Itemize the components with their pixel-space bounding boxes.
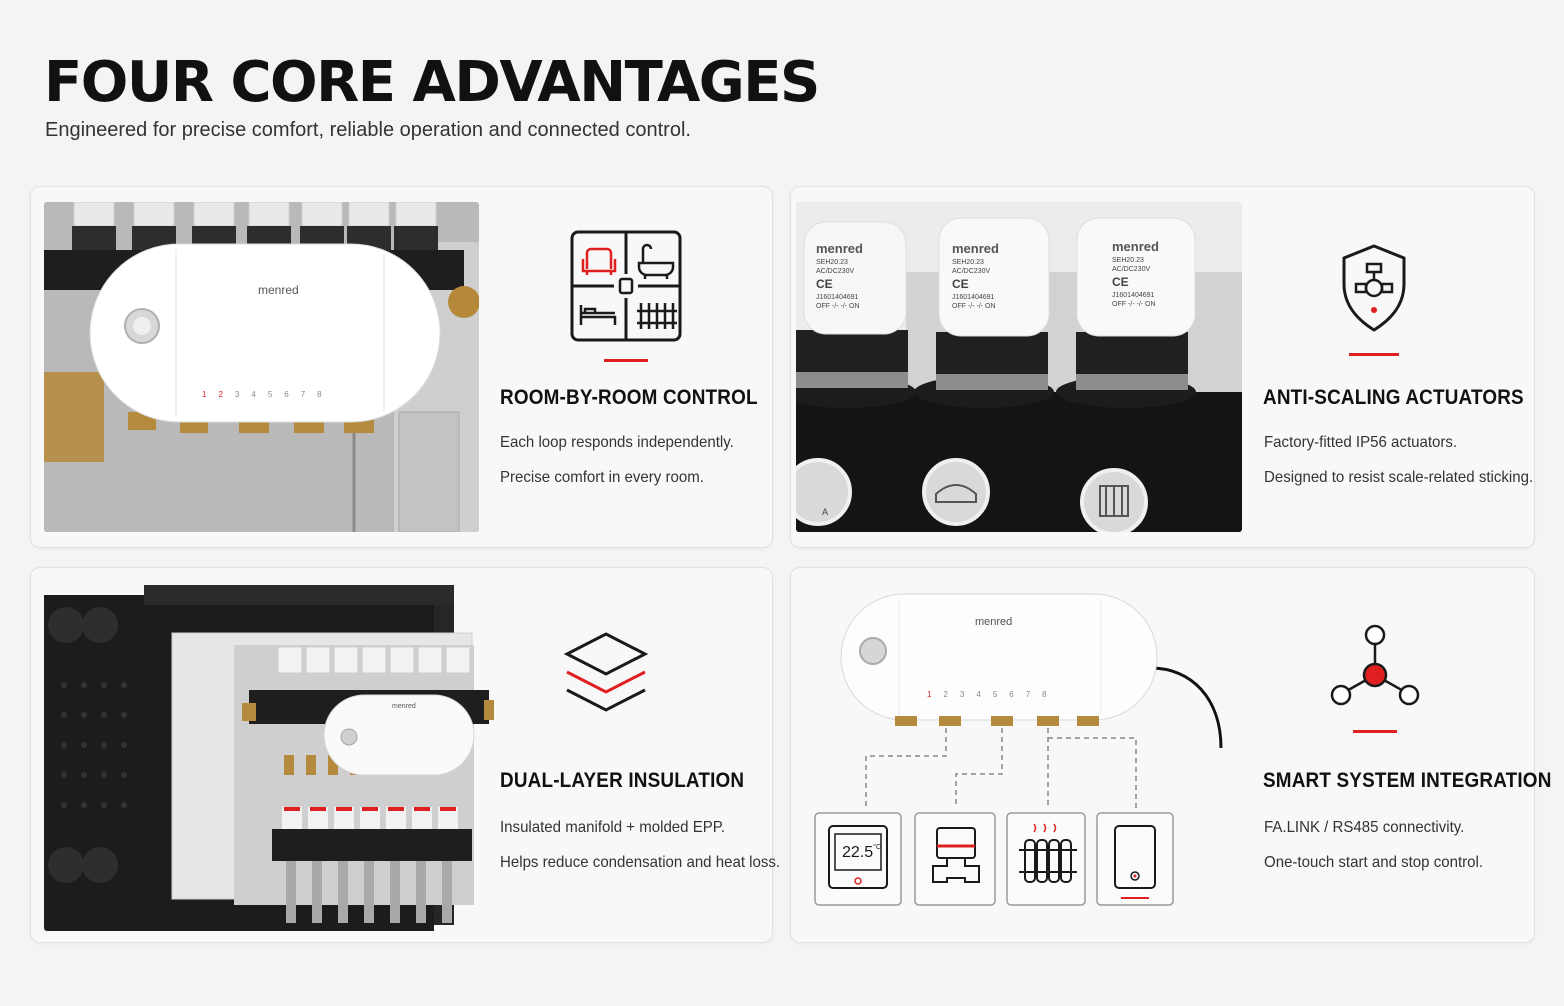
card-description-line: Each loop responds independently. xyxy=(500,434,734,451)
actuator-brand: menred xyxy=(1112,239,1159,254)
card-description-line: FA.LINK / RS485 connectivity. xyxy=(1264,819,1465,836)
thermostat-display: 22.5 °C xyxy=(842,844,881,862)
actuator-voltage: AC/DC230V xyxy=(1112,265,1151,273)
zone-number: 5 xyxy=(992,690,998,699)
actuator-brand: menred xyxy=(816,241,863,256)
controller-cabinet-photo: menred 1 2 3 4 5 6 7 8 xyxy=(44,202,479,532)
ce-mark: CE xyxy=(952,277,969,292)
actuator-switch: OFF -/- -/- ON xyxy=(816,303,860,311)
actuators-photo: menred SEH20.23 AC/DC230V CE J1601404691… xyxy=(796,202,1242,532)
actuator-serial: J1601404691 xyxy=(952,293,995,301)
ce-mark: CE xyxy=(1112,275,1129,290)
zone-number: 6 xyxy=(284,390,289,399)
actuator-model: SEH20.23 xyxy=(816,258,848,266)
thermostat-reading: 22.5 xyxy=(842,844,874,861)
actuator-brand: menred xyxy=(952,241,999,256)
insulated-manifold-photo: menred xyxy=(44,585,494,931)
actuator-serial: J1601404691 xyxy=(1112,291,1155,299)
page-subtitle: Engineered for precise comfort, reliable… xyxy=(45,119,691,141)
accent-divider xyxy=(1349,353,1399,356)
zone-number: 2 xyxy=(943,690,948,699)
network-nodes-icon xyxy=(1330,624,1420,706)
thermostat-unit: °C xyxy=(873,844,881,851)
zone-number-row: 1 2 3 4 5 6 7 8 xyxy=(927,690,1047,699)
zone-number: 4 xyxy=(976,690,981,699)
zone-number: 1 xyxy=(202,390,207,399)
card-room-by-room-control: menred 1 2 3 4 5 6 7 8 ROOM-BY-ROOM CONT… xyxy=(30,186,773,548)
room-badge-letter: A xyxy=(822,507,829,517)
room-grid-icon xyxy=(570,230,682,342)
card-title: ANTI-SCALING ACTUATORS xyxy=(1263,386,1524,409)
ce-mark: CE xyxy=(816,277,833,292)
actuator-serial: J1601404691 xyxy=(816,293,859,301)
card-description-line: One-touch start and stop control. xyxy=(1264,854,1484,871)
actuator-switch: OFF -/- -/- ON xyxy=(1112,301,1156,309)
zone-number: 3 xyxy=(959,690,965,699)
card-description-line: Precise comfort in every room. xyxy=(500,469,704,486)
actuator-voltage: AC/DC230V xyxy=(952,267,991,275)
card-title: ROOM-BY-ROOM CONTROL xyxy=(500,386,758,409)
actuator-label-left: menred SEH20.23 AC/DC230V CE J1601404691… xyxy=(816,240,863,311)
accent-divider xyxy=(1353,730,1397,733)
card-description-line: Helps reduce condensation and heat loss. xyxy=(500,854,781,871)
actuator-model: SEH20.23 xyxy=(952,258,984,266)
card-title: SMART SYSTEM INTEGRATION xyxy=(1263,769,1552,792)
accent-divider xyxy=(604,359,648,362)
zone-number: 5 xyxy=(267,390,273,399)
controller-brand-label: menred xyxy=(975,616,1013,628)
actuator-switch: OFF -/- -/- ON xyxy=(952,303,996,311)
zone-number: 7 xyxy=(1025,690,1031,699)
card-anti-scaling-actuators: menred SEH20.23 AC/DC230V CE J1601404691… xyxy=(790,186,1535,548)
card-smart-system-integration: menred 1 2 3 4 5 6 7 8 22.5 °C SMART SYS… xyxy=(790,567,1551,943)
zone-number: 7 xyxy=(300,390,306,399)
zone-number: 4 xyxy=(251,390,256,399)
zone-number: 8 xyxy=(317,390,322,399)
actuator-voltage: AC/DC230V xyxy=(816,267,855,275)
card-description-line: Designed to resist scale-related stickin… xyxy=(1264,469,1534,486)
zone-number: 8 xyxy=(1042,690,1047,699)
controller-brand-label: menred xyxy=(258,283,299,297)
shield-valve-icon xyxy=(1342,244,1406,332)
integration-diagram: menred 1 2 3 4 5 6 7 8 22.5 °C xyxy=(811,588,1231,908)
card-description-line: Factory-fitted IP56 actuators. xyxy=(1264,434,1458,451)
page-title: FOUR CORE ADVANTAGES xyxy=(44,50,820,115)
zone-number: 2 xyxy=(218,390,223,399)
zone-number-row: 1 2 3 4 5 6 7 8 xyxy=(202,390,322,399)
actuator-label-middle: menred SEH20.23 AC/DC230V CE J1601404691… xyxy=(952,240,999,311)
zone-number: 1 xyxy=(927,690,932,699)
zone-number: 6 xyxy=(1009,690,1014,699)
actuator-model: SEH20.23 xyxy=(1112,256,1144,264)
card-dual-layer-insulation: menred DUAL-LAYER INSULATION Insulated m… xyxy=(30,567,780,943)
card-title: DUAL-LAYER INSULATION xyxy=(500,769,745,792)
layers-icon xyxy=(563,632,649,712)
card-description-line: Insulated manifold + molded EPP. xyxy=(500,819,726,836)
zone-number: 3 xyxy=(234,390,240,399)
actuator-label-right: menred SEH20.23 AC/DC230V CE J1601404691… xyxy=(1112,238,1159,309)
controller-brand-label: menred xyxy=(392,703,416,710)
